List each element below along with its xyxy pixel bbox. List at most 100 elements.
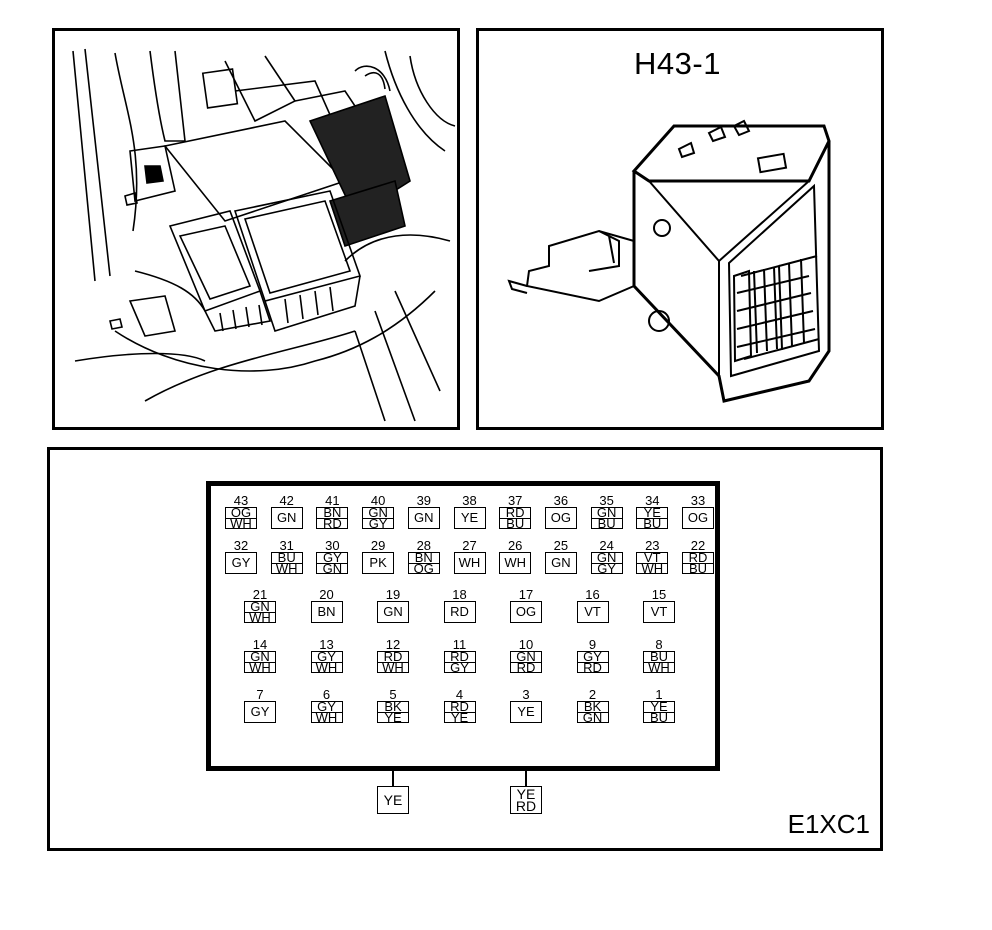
pin-number: 1 [655, 687, 663, 702]
pin-number: 24 [599, 538, 614, 553]
pin-number: 28 [416, 538, 432, 553]
pin-number: 32 [233, 538, 249, 553]
wire-color-code: GN [317, 562, 348, 575]
pin-number: 31 [279, 538, 294, 553]
connector-housing-drawing [507, 119, 831, 403]
pin-number: 29 [370, 538, 386, 553]
wire-color-code: GY [322, 550, 342, 565]
wire-color-code: YE [650, 699, 668, 714]
wire-color-code: RD [577, 661, 608, 674]
pin-color-box: RD [443, 601, 476, 623]
pin-number: 11 [452, 637, 467, 652]
wire-color-code: GY [591, 562, 622, 575]
connector-title: H43-1 [634, 46, 721, 81]
pin-number: 19 [385, 587, 401, 602]
wire-color-code: BK [384, 699, 402, 714]
wire-color-code: GN [551, 555, 571, 570]
wire-color-code: GY [231, 555, 251, 570]
pin-color-box: VT [643, 601, 675, 623]
wire-color-code: WH [226, 517, 256, 530]
wire-color-code: YE [460, 510, 479, 525]
wire-color-code: RD [515, 798, 537, 814]
pin-number: 25 [553, 538, 569, 553]
wire-color-code: RD [450, 699, 469, 714]
wire-color-code: BU [637, 517, 668, 530]
pin-number: 27 [462, 538, 477, 553]
wire-color-code: WH [245, 611, 275, 624]
pin-number: 42 [279, 493, 294, 508]
pin-number: 38 [462, 493, 477, 508]
pin-number: 30 [325, 538, 340, 553]
pin-number: 17 [518, 587, 534, 602]
wire-color-code: BU [277, 550, 296, 565]
pin-color-box: WH [499, 552, 532, 574]
wire-color-code: GY [363, 517, 394, 530]
pin-color-box: GN [407, 507, 440, 529]
pin-color-box: YE [453, 507, 486, 529]
pin-number: 43 [233, 493, 249, 508]
wire-color-code: GN [250, 599, 270, 614]
wire-color-code: YE [444, 711, 475, 724]
wire-color-code: BK [583, 699, 602, 714]
pin-number: 21 [252, 587, 268, 602]
pin-color-box: GY [244, 701, 276, 723]
wire-color-code: GN [577, 711, 608, 724]
wire-color-code: WH [378, 661, 408, 674]
pin-number: 10 [518, 637, 534, 652]
wire-color-code: BU [683, 562, 713, 575]
pin-number: 37 [507, 493, 523, 508]
pin-color-box: OG [544, 507, 577, 529]
wire-color-code: RD [450, 649, 469, 664]
pin-number: 12 [385, 637, 401, 652]
wire-color-code: OG [515, 604, 537, 619]
wire-color-code: BU [500, 517, 531, 530]
pin-number: 13 [319, 637, 334, 652]
wire-color-code: VT [650, 604, 668, 619]
wire-color-code: GY [250, 704, 270, 719]
wire-color-code: GY [444, 661, 475, 674]
pin-number: 16 [585, 587, 600, 602]
wire-color-code: GY [583, 649, 602, 664]
pin-number: 18 [452, 587, 467, 602]
wire-color-code: BN [414, 550, 433, 565]
